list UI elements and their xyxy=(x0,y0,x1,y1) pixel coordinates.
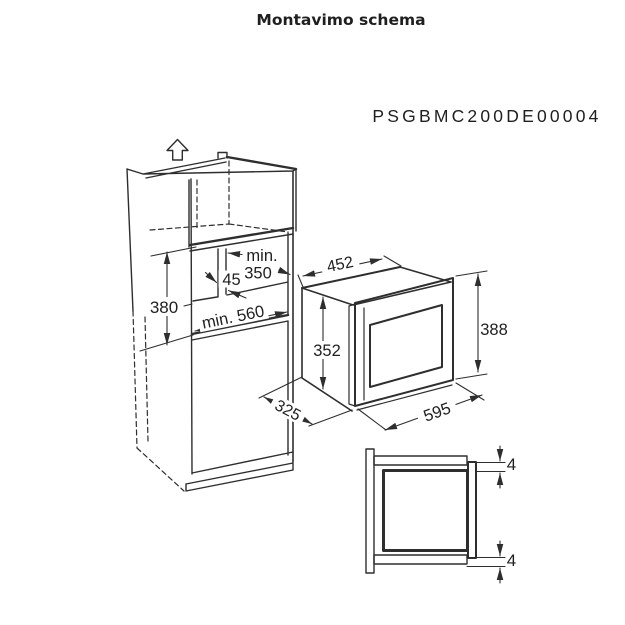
dim-388-label: 388 xyxy=(480,321,508,339)
dim-45-halo xyxy=(218,270,245,288)
dim-380-label: 380 xyxy=(150,298,178,317)
dim-595-group: 595 xyxy=(415,397,459,427)
section-door-front xyxy=(467,461,477,559)
section-bottom-bar xyxy=(373,554,468,565)
dim-min560-halo xyxy=(197,301,269,333)
microwave-dim-extensions xyxy=(258,255,488,431)
section-side-panel xyxy=(365,448,375,574)
dim-45-label: 45 xyxy=(222,271,240,289)
microwave-frame-details xyxy=(348,303,453,411)
dim-595-label: 595 xyxy=(421,399,453,425)
dim-352-label: 352 xyxy=(313,342,341,360)
cabinet-hidden-lines xyxy=(132,160,289,492)
dim-452-halo xyxy=(319,251,361,277)
dim-350-arrow xyxy=(277,266,291,276)
dim-452-group: 452 xyxy=(319,251,361,277)
microwave-body-edges xyxy=(301,266,452,412)
diagram-labels: 380 min. 560 min. 350 45 452 352 388 595… xyxy=(145,246,516,570)
section-leader-lines xyxy=(466,461,506,568)
dim-min350-label-line2: 350 xyxy=(244,265,272,283)
dim-min350-arrow xyxy=(227,251,243,258)
dim-452-label: 452 xyxy=(325,254,355,276)
microwave-body-top-edge xyxy=(301,266,401,289)
dim-352-halo xyxy=(308,341,346,359)
dim-min350-label-line1: min. xyxy=(246,247,277,265)
dim-min350-halo1 xyxy=(243,246,281,264)
dim-595-halo xyxy=(415,397,459,427)
dim-45-arrow-right xyxy=(227,289,247,299)
dim-325-halo xyxy=(268,394,308,426)
dim-min560-group: min. 560 xyxy=(197,301,269,333)
dim-380-halo xyxy=(145,297,183,316)
section-top-bar xyxy=(373,455,468,466)
dim-min350-halo2 xyxy=(240,264,276,281)
microwave-door-window xyxy=(369,304,443,388)
dim-4-bottom-label: 4 xyxy=(507,551,516,570)
section-drawing xyxy=(365,445,506,584)
dim-min560-label: min. 560 xyxy=(200,302,266,332)
microwave-drawing xyxy=(301,266,454,412)
microwave-front-frame xyxy=(354,277,454,407)
section-cavity xyxy=(382,469,469,552)
remove-shelf-arrow-icon xyxy=(166,138,189,161)
page-title: Montavimo schema xyxy=(256,11,425,29)
dim-45-arrow-left xyxy=(204,271,218,284)
dim-4-top-label: 4 xyxy=(507,455,516,474)
model-code: PSGBMC200DE00004 xyxy=(372,106,601,126)
